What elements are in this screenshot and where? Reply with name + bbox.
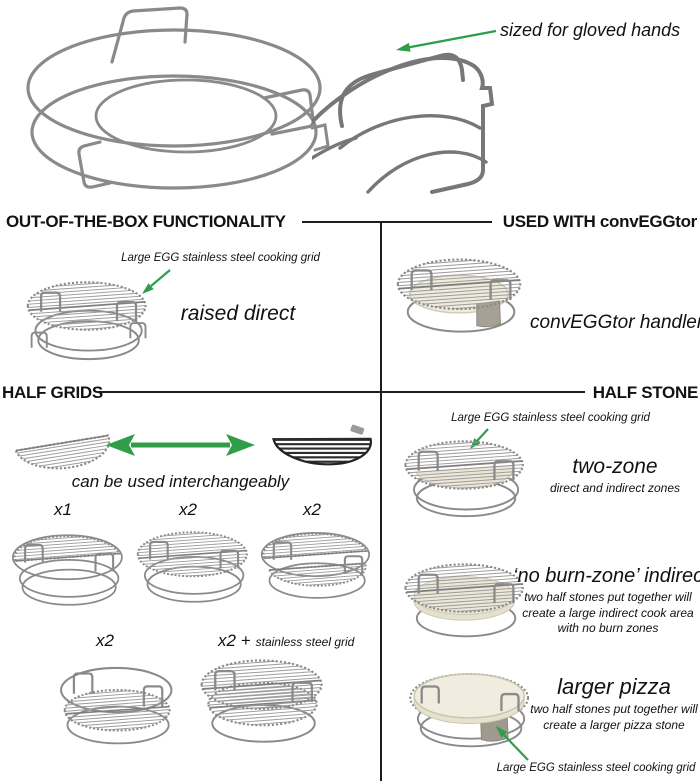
grill-x2-low-illustration — [60, 666, 173, 745]
section-title-half-stone: HALF STONE — [592, 383, 699, 402]
grill-x1-illustration — [11, 534, 123, 606]
grill-x2-plus-grid-illustration — [200, 659, 323, 743]
no-burn-zone-block: ‘no burn-zone’ indirect two half stones … — [513, 565, 700, 637]
no-burn-zone-title: ‘no burn-zone’ indirect — [513, 565, 700, 587]
arrow-to-grid-bottom-icon — [496, 726, 529, 761]
cooking-grid-label-bottom: Large EGG stainless steel cooking grid — [496, 762, 696, 774]
two-zone-block: two-zone direct and indirect zones — [540, 455, 690, 497]
grill-raised-direct-illustration — [26, 281, 147, 361]
section-title-out-of-box: OUT-OF-THE-BOX FUNCTIONALITY — [6, 212, 286, 231]
interchange-caption: can be used interchangeably — [71, 472, 290, 491]
config-label-x1: x1 — [54, 500, 72, 519]
larger-pizza-title: larger pizza — [557, 674, 671, 699]
config-label-x2c: x2 — [96, 631, 114, 650]
section-title-half-grids: HALF GRIDS — [2, 383, 103, 402]
grill-larger-pizza-illustration — [409, 673, 530, 748]
no-burn-zone-desc: two half stones put together will create… — [522, 590, 694, 636]
config-label-x2-plus: x2 + stainless steel grid — [218, 631, 354, 651]
arrow-to-handler-icon — [396, 29, 497, 52]
config-label-x2b: x2 — [303, 500, 321, 519]
grill-two-zone-illustration — [404, 440, 524, 518]
config-label-x2-plus-sub: stainless steel grid — [255, 635, 355, 649]
larger-pizza-block: larger pizza two half stones put togethe… — [528, 674, 700, 733]
config-label-x2-plus-main: x2 + — [218, 631, 251, 650]
cooking-grid-label-top: Large EGG stainless steel cooking grid — [121, 252, 320, 264]
two-zone-title: two-zone — [572, 455, 658, 478]
section-title-used-with: USED WITH convEGGtor — [502, 212, 698, 231]
divider-line-middle — [98, 391, 585, 393]
config-label-x2a: x2 — [179, 500, 197, 519]
handler-piece-illustration — [312, 52, 495, 194]
larger-pizza-desc: two half stones put together will create… — [530, 702, 698, 732]
two-zone-desc: direct and indirect zones — [549, 481, 681, 495]
divider-line-top — [302, 221, 492, 223]
raised-direct-caption: raised direct — [180, 302, 296, 325]
grill-conveggtor-illustration — [396, 258, 522, 333]
grill-x2-full-illustration — [136, 531, 248, 603]
gloved-hands-note: sized for gloved hands — [500, 20, 681, 40]
divider-vertical — [380, 222, 382, 781]
arrow-to-grid-right-icon — [470, 428, 489, 449]
multi-level-rack-illustration — [26, 6, 330, 190]
grill-no-burn-zone-illustration — [404, 563, 524, 638]
cooking-grid-label-right: Large EGG stainless steel cooking grid — [451, 412, 650, 424]
grill-x2-split-illustration — [260, 532, 370, 599]
half-grid-stainless-illustration — [14, 434, 111, 472]
interchange-double-arrow-icon — [106, 434, 255, 456]
conveggtor-handler-caption: convEGGtor handler — [530, 312, 700, 333]
arrow-to-grid-icon — [142, 269, 171, 294]
half-grid-cast-iron-illustration — [271, 424, 373, 468]
